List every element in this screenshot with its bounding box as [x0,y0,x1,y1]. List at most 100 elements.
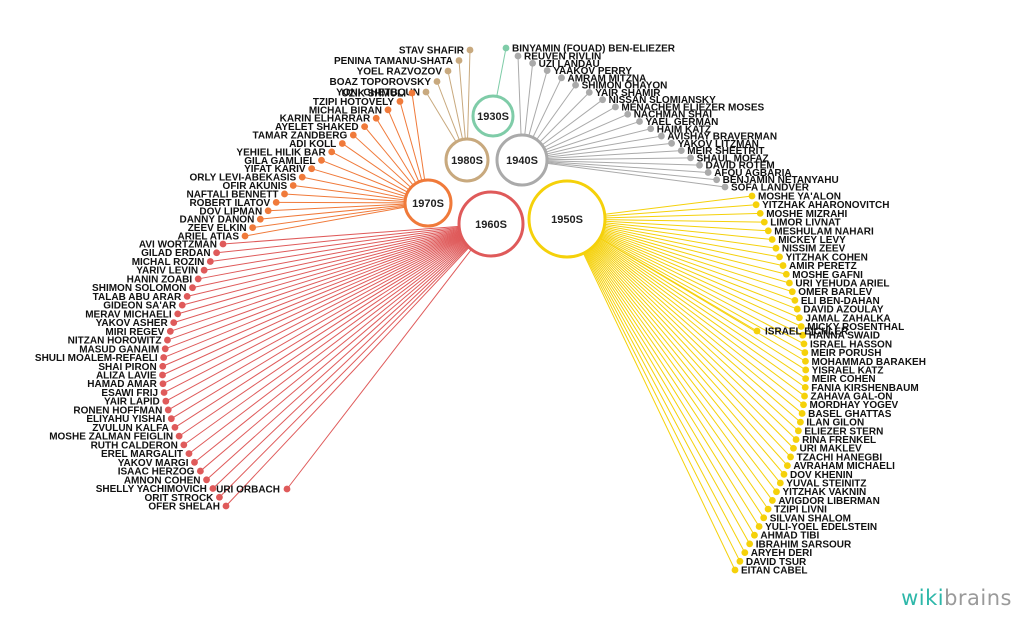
leaf-node-yair-lapid[interactable] [162,397,170,405]
leaf-node-shelly-yachimovich[interactable] [209,485,217,492]
leaf-node-yisrael-katz[interactable] [802,366,810,374]
leaf-node-yehiel-hilik-bar[interactable] [328,148,336,156]
leaf-node-fania-kirshenbaum[interactable] [801,383,809,391]
leaf-node-david-azoulay[interactable] [793,305,801,313]
leaf-node-karin-elharrar[interactable] [372,114,380,122]
leaf-node-hamad-amar[interactable] [159,380,167,388]
leaf-node-mickey-levy[interactable] [768,236,776,243]
leaf-node-haim-katz[interactable] [647,125,655,133]
decade-hub-1950s[interactable] [527,179,607,259]
leaf-node-moshe-ya-alon[interactable] [748,192,756,200]
leaf-node-mohammad-barakeh[interactable] [802,357,809,365]
leaf-node-yitzhak-cohen[interactable] [776,253,783,261]
leaf-node-nachman-shai[interactable] [624,110,632,118]
leaf-node-binyamin-fouad-ben-eliezer[interactable] [502,44,510,52]
leaf-node-meir-cohen[interactable] [802,375,810,383]
leaf-node-yoni-chetboun[interactable] [422,88,430,96]
leaf-node-shuli-moalem-refaeli[interactable] [160,354,168,361]
leaf-node-david-rotem[interactable] [696,161,703,169]
leaf-node-jamal-zahalka[interactable] [795,314,803,322]
leaf-node-mordhay-yogev[interactable] [800,401,807,409]
leaf-node-aryeh-deri[interactable] [741,549,749,557]
leaf-node-meshulam-nahari[interactable] [764,227,772,235]
leaf-node-yoel-razvozov[interactable] [444,67,452,75]
leaf-node-orit-strock[interactable] [216,493,223,501]
decade-hub-1970s[interactable] [403,178,453,228]
leaf-node-david-tsur[interactable] [736,557,744,565]
leaf-node-limor-livnat[interactable] [760,218,768,226]
leaf-node-orly-levi-abekasis[interactable] [298,173,306,181]
leaf-node-menachem-eliezer-moses[interactable] [612,103,619,111]
leaf-node-israel-hasson[interactable] [800,340,808,348]
leaf-node-yitzhak-aharonovitch[interactable] [752,201,760,209]
decade-hub-1980s[interactable] [444,137,490,183]
leaf-node-afou-agbaria[interactable] [704,169,712,176]
leaf-node-omer-barlev[interactable] [788,288,796,296]
leaf-node-shaul-mofaz[interactable] [687,154,694,162]
leaf-node-yael-german[interactable] [636,118,643,125]
decade-hub-1940s[interactable] [495,133,549,187]
leaf-node-ilan-gilon[interactable] [797,418,804,426]
leaf-node-nitzan-horowitz[interactable] [164,336,171,344]
leaf-node-tamar-zandberg[interactable] [349,131,357,139]
leaf-node-avigdor-liberman[interactable] [768,497,776,504]
leaf-node-esawi-frij[interactable] [160,389,168,396]
leaf-node-ibrahim-sarsour[interactable] [746,540,754,548]
leaf-node-tzipi-hotovely[interactable] [396,98,404,105]
leaf-node-ofer-shelah[interactable] [222,502,230,510]
leaf-node-moshe-mizrahi[interactable] [756,209,764,217]
leaf-node-aliza-lavie[interactable] [159,371,166,379]
leaf-node-isaac-herzog[interactable] [196,467,204,475]
leaf-node-ariel-atias[interactable] [241,232,249,240]
leaf-node-eitan-cabel[interactable] [731,566,739,574]
leaf-node-silvan-shalom[interactable] [760,514,768,522]
leaf-node-yaakov-perry[interactable] [543,67,551,74]
leaf-node-zeev-elkin[interactable] [249,224,257,231]
leaf-node-yariv-levin[interactable] [200,266,208,274]
leaf-node-yitzhak-vaknin[interactable] [773,488,780,496]
leaf-node-avraham-michaeli[interactable] [784,462,791,470]
leaf-node-micky-rosenthal[interactable] [797,323,805,330]
leaf-node-ruth-calderon[interactable] [180,441,188,449]
leaf-node-amnon-cohen[interactable] [203,476,210,484]
leaf-node-naftali-bennett[interactable] [281,190,288,198]
leaf-node-yuval-steinitz[interactable] [776,479,784,487]
leaf-node-uri-orbach[interactable] [283,485,291,493]
leaf-node-masud-ganaim[interactable] [161,345,169,353]
leaf-node-uzik-shmuli[interactable] [408,89,416,97]
leaf-node-avi-wortzman[interactable] [219,240,227,248]
leaf-node-amram-mitzna[interactable] [558,74,565,82]
leaf-node-tzachi-hanegbi[interactable] [787,453,794,461]
leaf-node-robert-ilatov[interactable] [272,198,280,206]
leaf-node-shai-piron[interactable] [159,362,167,370]
leaf-node-dov-lipman[interactable] [264,207,272,215]
leaf-node-avishay-braverman[interactable] [658,132,665,140]
leaf-node-yifat-kariv[interactable] [308,165,316,173]
decade-hub-1960s[interactable] [457,190,525,258]
leaf-node-meir-porush[interactable] [801,349,809,356]
leaf-node-merav-michaeli[interactable] [174,310,182,318]
leaf-node-michal-biran[interactable] [384,106,392,114]
leaf-node-benjamin-netanyahu[interactable] [713,176,721,184]
leaf-node-sofa-landver[interactable] [721,183,729,191]
leaf-node-gideon-sa-ar[interactable] [178,301,186,309]
leaf-node-ofir-akunis[interactable] [289,182,297,189]
leaf-node-ayelet-shaked[interactable] [361,123,369,131]
leaf-node-michal-rozin[interactable] [206,258,214,265]
leaf-node-gila-gamliel[interactable] [318,156,325,164]
wikibrains-logo[interactable]: wikibrains [901,586,1012,610]
leaf-node-israel-eichler[interactable] [753,327,761,335]
leaf-node-stav-shafir[interactable] [466,46,474,54]
leaf-node-zvulun-kalfa[interactable] [171,424,179,431]
leaf-node-yakov-litzman[interactable] [668,139,675,147]
leaf-node-zahava-gal-on[interactable] [801,392,808,400]
leaf-node-shimon-solomon[interactable] [189,284,196,292]
leaf-node-basel-ghattas[interactable] [798,410,806,417]
leaf-node-uri-maklev[interactable] [790,444,797,452]
leaf-node-tzipi-livni[interactable] [764,505,772,513]
leaf-node-nissan-slomiansky[interactable] [599,96,606,104]
leaf-node-uzi-landau[interactable] [529,59,537,67]
leaf-node-ahmad-tibi[interactable] [751,531,758,539]
leaf-node-dov-khenin[interactable] [780,470,788,478]
leaf-node-nissim-zeev[interactable] [772,244,780,252]
